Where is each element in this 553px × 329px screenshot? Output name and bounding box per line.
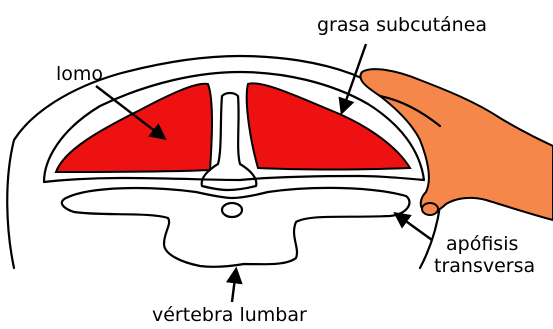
left-loin-muscle xyxy=(56,84,212,172)
label-subcutaneous-fat: grasa subcutánea xyxy=(317,14,487,36)
label-transverse-process-1: apófisis xyxy=(446,233,518,255)
arrow-lumbar-vertebra xyxy=(232,270,236,302)
arrow-transverse-process xyxy=(396,214,432,240)
label-lumbar-vertebra: vértebra lumbar xyxy=(152,304,307,326)
vertebra-outline xyxy=(62,188,410,267)
label-transverse-process-2: transversa xyxy=(434,255,535,277)
fingertip-icon xyxy=(422,203,438,215)
label-loin: lomo xyxy=(56,63,103,85)
spinal-canal xyxy=(222,203,242,217)
